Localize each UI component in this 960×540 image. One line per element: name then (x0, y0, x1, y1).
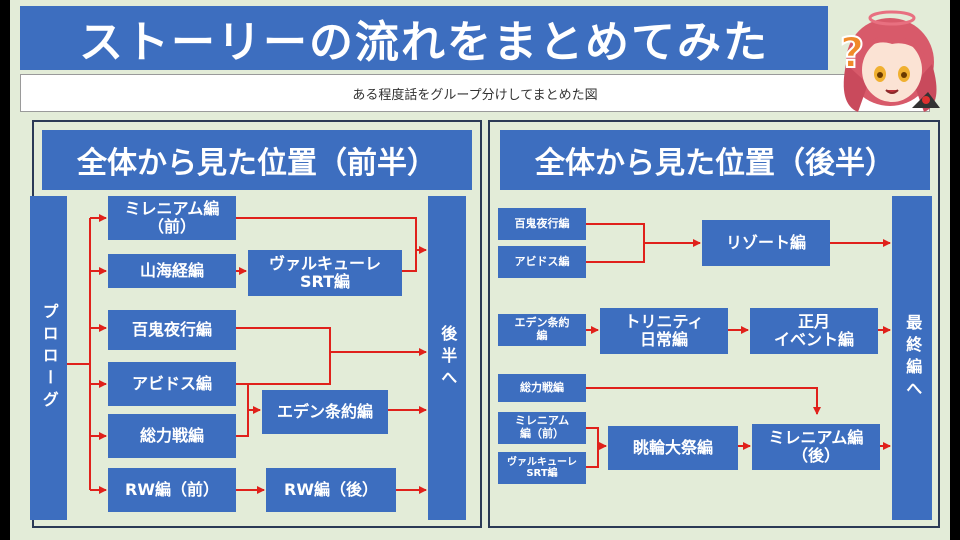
millennium-first-node: ミレニアム編 （前） (108, 196, 236, 240)
soryoku-node: 総力戦編 (108, 414, 236, 458)
finale-node: 最終編へ (892, 196, 932, 520)
second-half-heading: 全体から見た位置（後半） (500, 130, 930, 190)
r-valkyrie-srt-node: ヴァルキューレ SRT編 (498, 452, 586, 484)
page-title: ストーリーの流れをまとめてみた (20, 6, 828, 70)
to-second-half-node: 後半へ (428, 196, 466, 520)
first-half-panel: 全体から見た位置（前半） (32, 120, 482, 528)
new-year-node: 正月 イベント編 (750, 308, 878, 354)
question-mark-icon: ? (839, 28, 865, 77)
valkyrie-srt-node: ヴァルキューレ SRT編 (248, 250, 402, 296)
resort-node: リゾート編 (702, 220, 830, 266)
millennium-second-node: ミレニアム編 （後） (752, 424, 880, 470)
mouse-festival-node: 眺輪大祭編 (608, 426, 738, 470)
first-half-heading: 全体から見た位置（前半） (42, 130, 472, 190)
rw-first-node: RW編（前） (108, 468, 236, 512)
prologue-node: プロローグ (30, 196, 67, 520)
rw-second-node: RW編（後） (266, 468, 396, 512)
r-eden-node: エデン条約 編 (498, 314, 586, 346)
r-millennium-first-node: ミレニアム 編（前） (498, 412, 586, 444)
hyakki-node: 百鬼夜行編 (108, 310, 236, 350)
slide: ストーリーの流れをまとめてみた ある程度話をグループ分けしてまとめた図 ? 全体… (10, 0, 950, 540)
r-abydos-node: アビドス編 (498, 246, 586, 278)
sankai-node: 山海経編 (108, 254, 236, 288)
eden-node: エデン条約編 (262, 390, 388, 434)
character-avatar (843, 10, 940, 112)
trinity-node: トリニティ 日常編 (600, 308, 728, 354)
abydos-node: アビドス編 (108, 362, 236, 406)
page-subtitle: ある程度話をグループ分けしてまとめた図 (20, 74, 930, 112)
r-soryoku-node: 総力戦編 (498, 374, 586, 402)
r-hyakki-node: 百鬼夜行編 (498, 208, 586, 240)
